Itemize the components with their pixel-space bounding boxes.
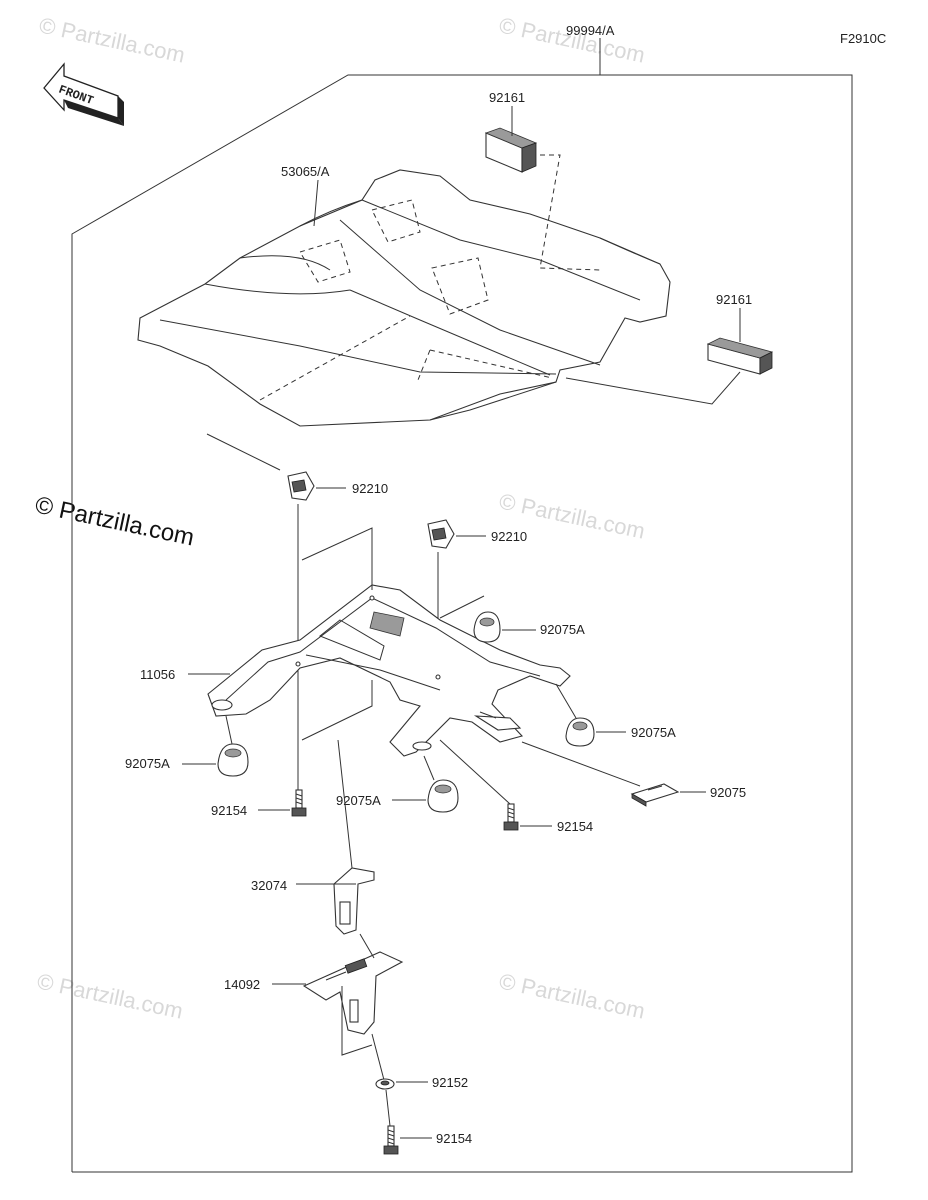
front-arrow-icon: FRONT xyxy=(43,62,124,126)
callout-damper-lower: 92075A xyxy=(336,793,381,808)
bolt-92154-bottom xyxy=(383,1125,399,1155)
callout-bracket: 11056 xyxy=(140,667,175,682)
callout-holder: 14092 xyxy=(224,977,260,992)
watermark-main: © Partzilla.com xyxy=(33,491,197,551)
callout-damper-plain: 92075 xyxy=(710,785,746,800)
callout-bolt-left: 92154 xyxy=(211,803,247,818)
callout-clip-left: 92210 xyxy=(352,481,388,496)
bracket-11056 xyxy=(207,584,571,757)
damper-92075 xyxy=(630,783,680,807)
callout-clip-right: 92210 xyxy=(491,529,527,544)
callout-pad-upper: 92161 xyxy=(489,90,525,105)
pad-92161-upper xyxy=(484,127,538,173)
kit-frame xyxy=(71,38,853,1173)
watermark: © Partzilla.com xyxy=(497,12,647,67)
bolt-92154-left xyxy=(291,789,307,817)
callout-damper-left: 92075A xyxy=(125,756,170,771)
seat-cover xyxy=(137,154,671,427)
callout-collar: 92152 xyxy=(432,1075,468,1090)
figure-code: F2910C xyxy=(840,31,886,46)
watermark: © Partzilla.com xyxy=(497,968,647,1023)
callout-kit: 99994/A xyxy=(566,23,615,38)
callout-stay: 32074 xyxy=(251,878,287,893)
clip-92210-right xyxy=(427,519,455,549)
callout-seat-cover: 53065/A xyxy=(281,164,330,179)
callout-bolt-bottom: 92154 xyxy=(436,1131,472,1146)
damper-92075a-right xyxy=(565,717,595,747)
watermark: © Partzilla.com xyxy=(37,12,187,67)
collar-92152 xyxy=(375,1078,395,1090)
pad-92161-right xyxy=(706,337,774,375)
damper-92075a-upper xyxy=(473,611,501,643)
callout-damper-right: 92075A xyxy=(631,725,676,740)
stay-32074 xyxy=(333,867,375,935)
callout-damper-upper: 92075A xyxy=(540,622,585,637)
watermark-group: © Partzilla.com © Partzilla.com © Partzi… xyxy=(33,12,647,1023)
clip-92210-left xyxy=(287,471,315,501)
bolt-92154-center xyxy=(503,803,519,831)
damper-92075a-left xyxy=(217,743,249,777)
watermark: © Partzilla.com xyxy=(35,968,185,1023)
callout-pad-right: 92161 xyxy=(716,292,752,307)
damper-92075a-lower xyxy=(427,779,459,813)
holder-14092 xyxy=(302,951,404,1056)
callout-bolt-center: 92154 xyxy=(557,819,593,834)
